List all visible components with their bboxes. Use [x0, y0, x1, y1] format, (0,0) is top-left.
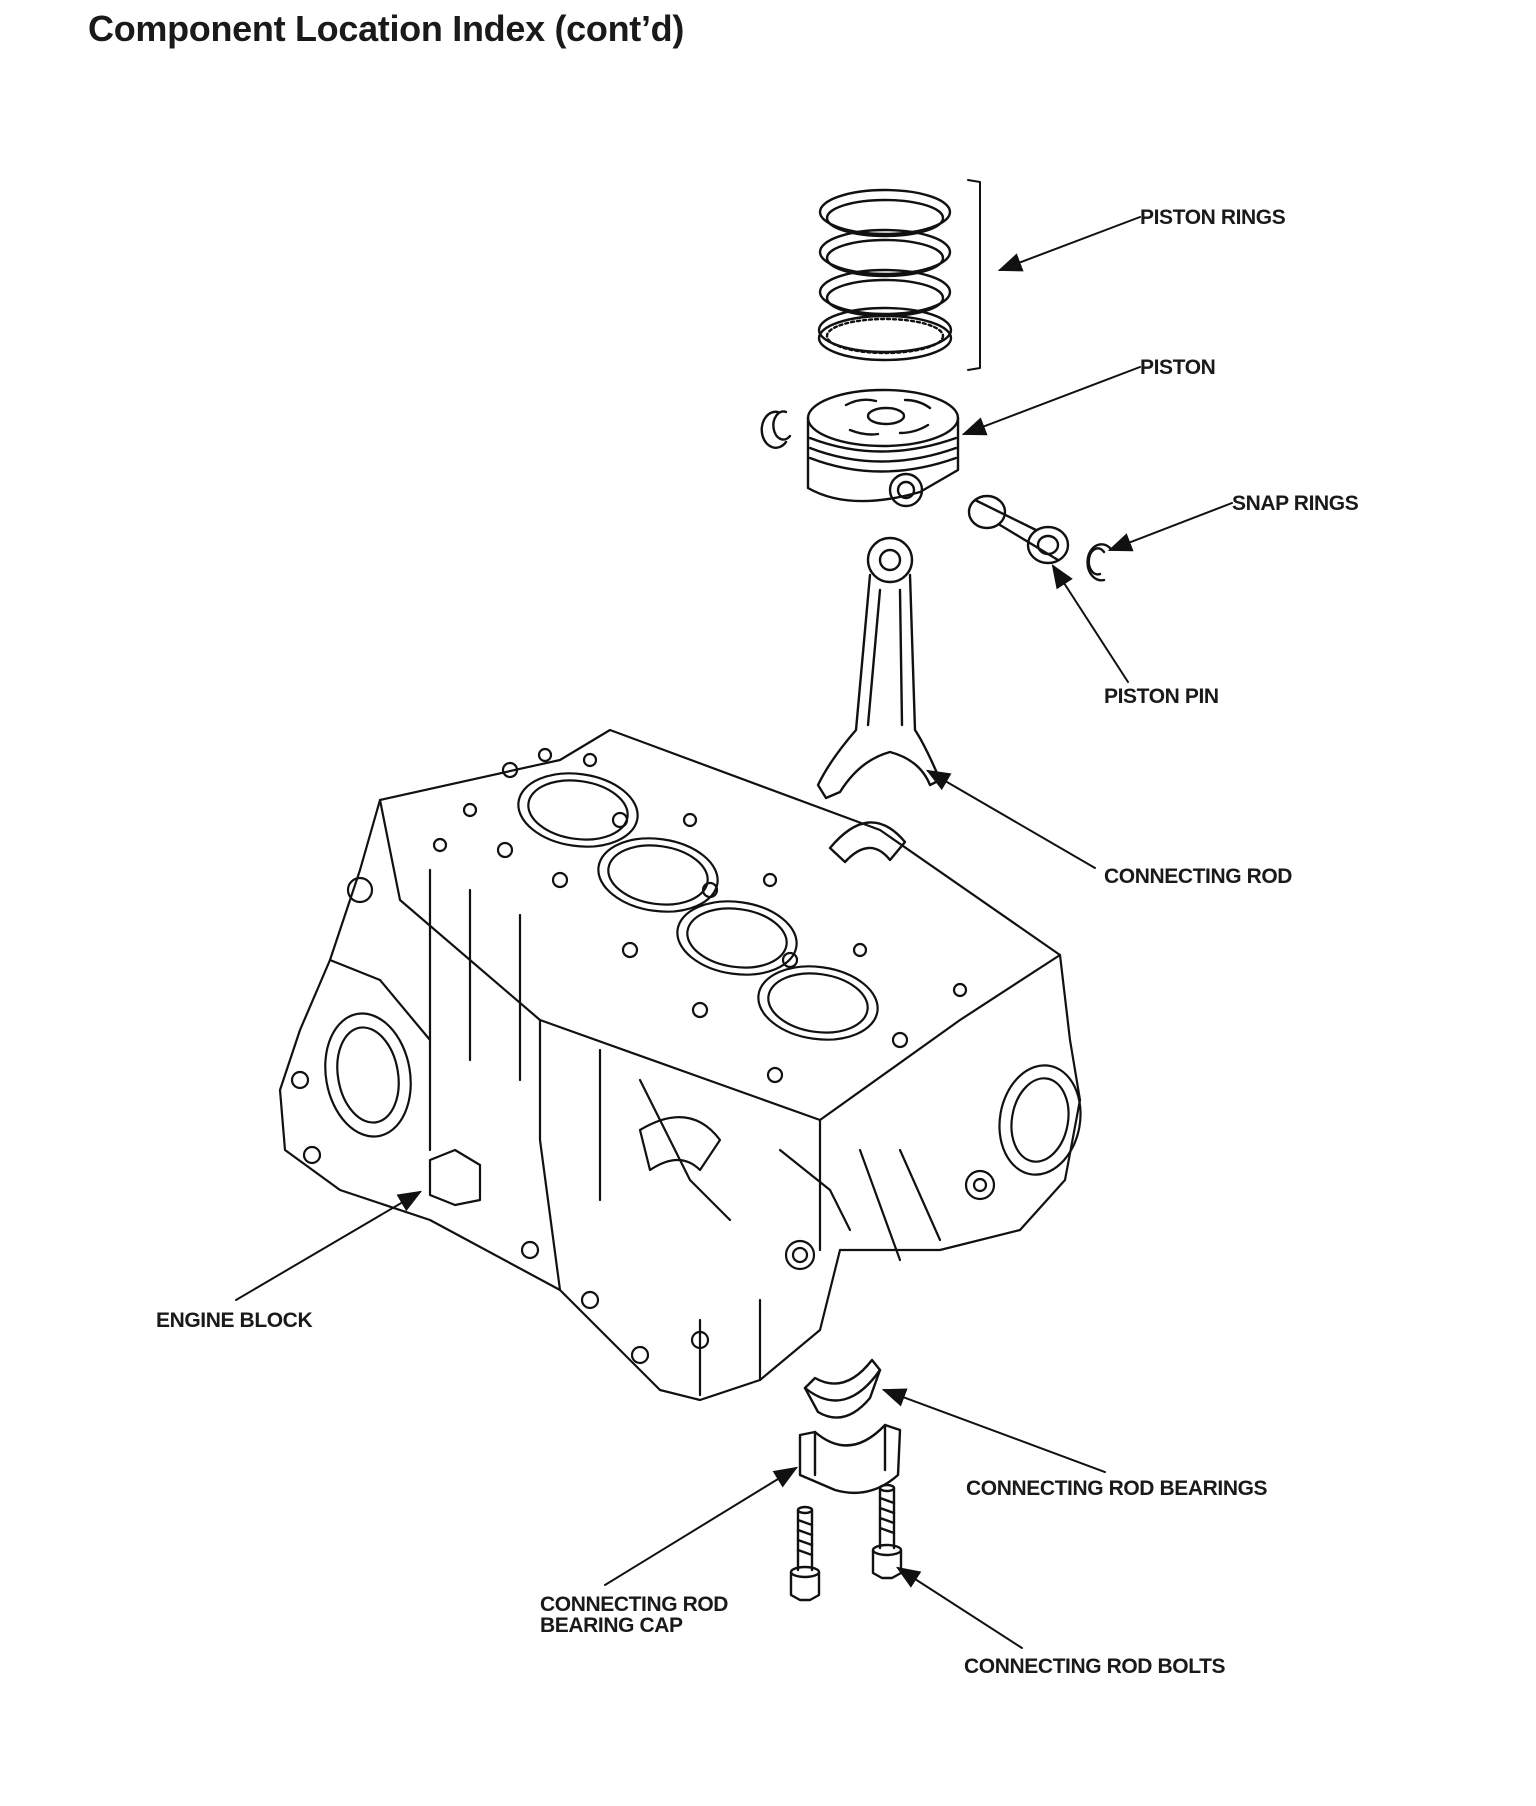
leader-piston	[961, 366, 1141, 436]
leader-connecting-rod	[925, 769, 1096, 869]
leader-piston-pin	[1051, 563, 1129, 683]
snap-ring-illustration	[1086, 543, 1112, 582]
connecting-rod-bolts-illustration	[789, 1483, 903, 1602]
piston-rings-illustration	[817, 179, 981, 371]
leader-lines	[235, 216, 1233, 1649]
page-title: Component Location Index (cont’d)	[88, 8, 685, 49]
label-connecting-rod-bolts: CONNECTING ROD BOLTS	[964, 1655, 1226, 1678]
leader-piston-rings	[997, 216, 1141, 272]
label-engine-block: ENGINE BLOCK	[156, 1309, 313, 1332]
label-connecting-rod-bearing-cap-line2: BEARING CAP	[540, 1614, 683, 1637]
leader-connecting-rod-bolts	[895, 1566, 1023, 1649]
label-connecting-rod-bearings: CONNECTING ROD BEARINGS	[966, 1477, 1268, 1500]
leader-snap-rings	[1107, 502, 1233, 552]
label-piston: PISTON	[1140, 356, 1216, 379]
piston-illustration	[760, 388, 960, 508]
label-piston-rings: PISTON RINGS	[1140, 206, 1286, 229]
bearing-and-cap-illustration	[798, 1358, 902, 1494]
engine-block-illustration	[278, 728, 1082, 1402]
leader-connecting-rod-bearings	[881, 1388, 1106, 1473]
piston-pin-illustration	[967, 494, 1070, 565]
label-connecting-rod: CONNECTING ROD	[1104, 865, 1293, 888]
leader-connecting-rod-bearing-cap	[604, 1466, 799, 1586]
leader-engine-block	[235, 1190, 423, 1301]
label-piston-pin: PISTON PIN	[1104, 685, 1219, 708]
label-snap-rings: SNAP RINGS	[1232, 492, 1359, 515]
label-connecting-rod-bearing-cap-line1: CONNECTING ROD	[540, 1593, 729, 1616]
connecting-rod-illustration	[816, 536, 942, 864]
